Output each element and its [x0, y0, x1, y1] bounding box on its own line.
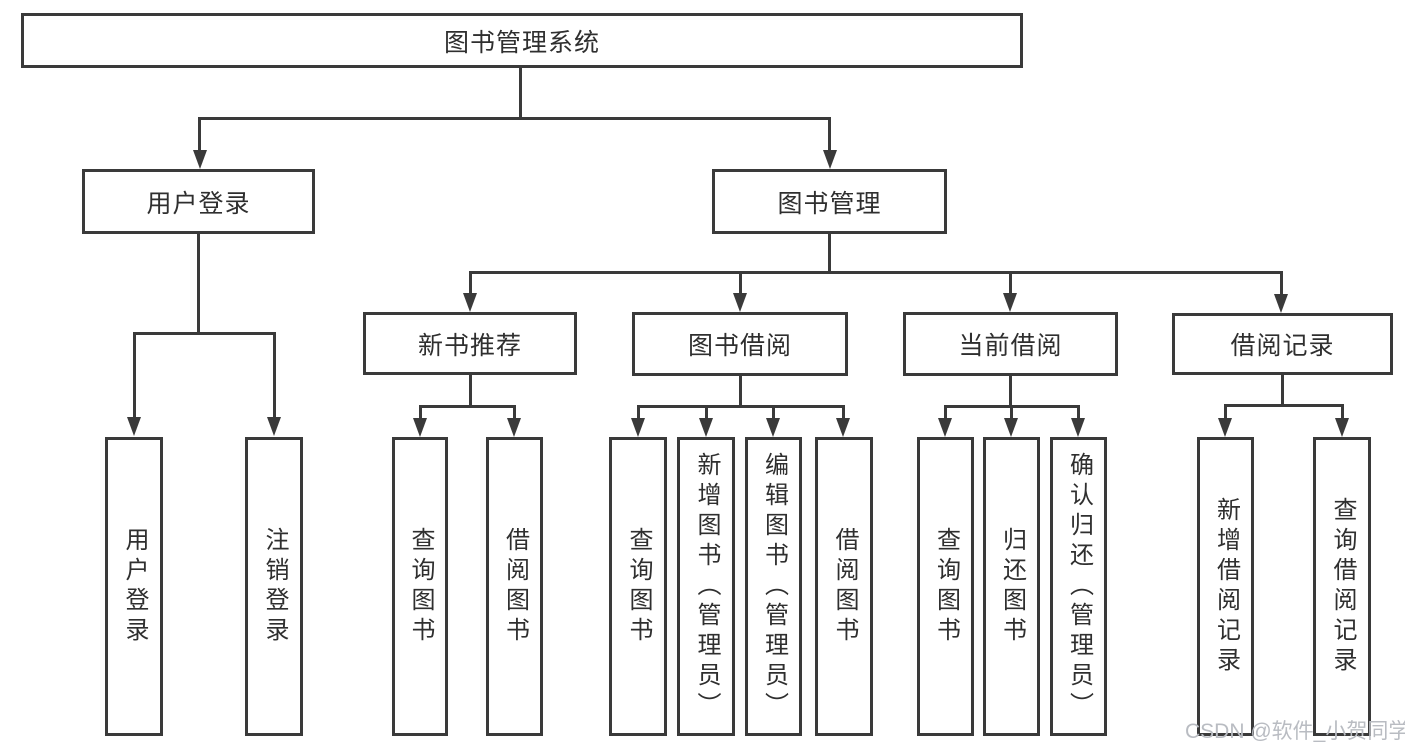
- connector-line: [419, 405, 516, 408]
- node-label: 新书推荐: [417, 331, 522, 360]
- arrowhead-down-icon: [1071, 418, 1085, 437]
- connector-line: [637, 405, 640, 418]
- leaf-label: 查询图书: [407, 526, 434, 647]
- leaf-label: 用户登录: [121, 526, 148, 647]
- arrowhead-down-icon: [463, 293, 477, 312]
- node-label: 图书管理: [777, 189, 882, 218]
- connector-line: [197, 233, 200, 335]
- leaf-label: 查询图书: [625, 526, 652, 647]
- node-user-login: 用户登录: [82, 169, 315, 234]
- arrowhead-down-icon: [938, 418, 952, 437]
- node-label: 图书借阅: [687, 332, 792, 360]
- connector-line: [513, 405, 516, 418]
- leaf-borrowing-edit-books-admin: 编辑图书（管理员）: [745, 437, 802, 736]
- connector-line: [944, 405, 947, 418]
- connector-line: [1224, 404, 1344, 407]
- arrowhead-down-icon: [699, 418, 713, 437]
- node-label: 图书管理系统: [443, 28, 600, 57]
- arrowhead-down-icon: [836, 418, 850, 437]
- arrowhead-down-icon: [631, 418, 645, 437]
- node-label: 用户登录: [146, 189, 251, 218]
- leaf-current-confirm-return-admin: 确认归还（管理员）: [1050, 437, 1107, 736]
- connector-line: [519, 66, 522, 119]
- leaf-label: 查询借阅记录: [1329, 496, 1356, 677]
- connector-line: [637, 405, 845, 408]
- connector-line: [828, 117, 831, 150]
- connector-line: [419, 405, 422, 418]
- csdn-watermark: CSDN @软件_小贺同学: [1185, 720, 1405, 743]
- leaf-label: 新增图书（管理员）: [693, 451, 720, 722]
- leaf-recommend-query-books: 查询图书: [392, 437, 448, 736]
- connector-line: [739, 271, 742, 293]
- connector-line: [1077, 405, 1080, 418]
- node-book-management: 图书管理: [712, 169, 947, 234]
- connector-line: [1280, 271, 1283, 294]
- connector-line: [133, 332, 276, 335]
- leaf-borrowing-add-books-admin: 新增图书（管理员）: [677, 437, 735, 736]
- arrowhead-down-icon: [193, 150, 207, 169]
- connector-line: [1281, 375, 1284, 407]
- connector-line: [772, 405, 775, 418]
- connector-line: [1224, 404, 1227, 418]
- leaf-label: 新增借阅记录: [1212, 496, 1240, 677]
- arrowhead-down-icon: [1004, 418, 1018, 437]
- connector-line: [1341, 404, 1344, 418]
- leaf-records-query-borrow-record: 查询借阅记录: [1313, 437, 1371, 736]
- leaf-borrowing-query-books: 查询图书: [609, 437, 667, 736]
- connector-line: [1010, 405, 1013, 418]
- leaf-current-query-books: 查询图书: [917, 437, 974, 736]
- node-library-management-system: 图书管理系统: [21, 13, 1023, 68]
- leaf-borrowing-borrow-books: 借阅图书: [815, 437, 873, 736]
- leaf-label: 确认归还（管理员）: [1065, 451, 1093, 722]
- leaf-label: 借阅图书: [831, 526, 858, 647]
- node-label: 当前借阅: [958, 332, 1063, 360]
- arrowhead-down-icon: [733, 293, 747, 312]
- connector-line: [469, 271, 472, 293]
- node-new-book-recommend: 新书推荐: [363, 312, 577, 375]
- leaf-user-login: 用户登录: [105, 437, 163, 736]
- arrowhead-down-icon: [1218, 418, 1232, 437]
- connector-line: [273, 332, 276, 417]
- connector-line: [469, 375, 472, 408]
- leaf-label: 注销登录: [261, 526, 288, 647]
- leaf-current-return-books: 归还图书: [983, 437, 1040, 736]
- connector-line: [739, 376, 742, 408]
- connector-line: [705, 405, 708, 418]
- arrowhead-down-icon: [127, 417, 141, 436]
- arrowhead-down-icon: [1003, 293, 1017, 312]
- arrowhead-down-icon: [766, 418, 780, 437]
- connector-line: [842, 405, 845, 418]
- arrowhead-down-icon: [507, 418, 521, 437]
- arrowhead-down-icon: [413, 418, 427, 437]
- connector-line: [133, 332, 136, 417]
- connector-line: [198, 117, 831, 120]
- leaf-records-add-borrow-record: 新增借阅记录: [1197, 437, 1254, 736]
- leaf-logout: 注销登录: [245, 437, 303, 736]
- connector-line: [198, 117, 201, 150]
- leaf-recommend-borrow-books: 借阅图书: [486, 437, 543, 736]
- connector-line: [1009, 271, 1012, 293]
- connector-line: [469, 271, 1283, 274]
- leaf-label: 查询图书: [932, 526, 960, 647]
- node-current-borrowing: 当前借阅: [903, 312, 1118, 376]
- leaf-label: 归还图书: [998, 526, 1026, 647]
- connector-line: [828, 233, 831, 274]
- leaf-label: 借阅图书: [501, 526, 529, 647]
- connector-line: [1009, 376, 1012, 408]
- arrowhead-down-icon: [823, 150, 837, 169]
- arrowhead-down-icon: [267, 417, 281, 436]
- node-borrowing-records: 借阅记录: [1172, 313, 1393, 375]
- node-book-borrowing: 图书借阅: [632, 312, 848, 376]
- leaf-label: 编辑图书（管理员）: [760, 451, 788, 722]
- arrowhead-down-icon: [1274, 294, 1288, 313]
- arrowhead-down-icon: [1335, 418, 1349, 437]
- node-label: 借阅记录: [1230, 332, 1335, 360]
